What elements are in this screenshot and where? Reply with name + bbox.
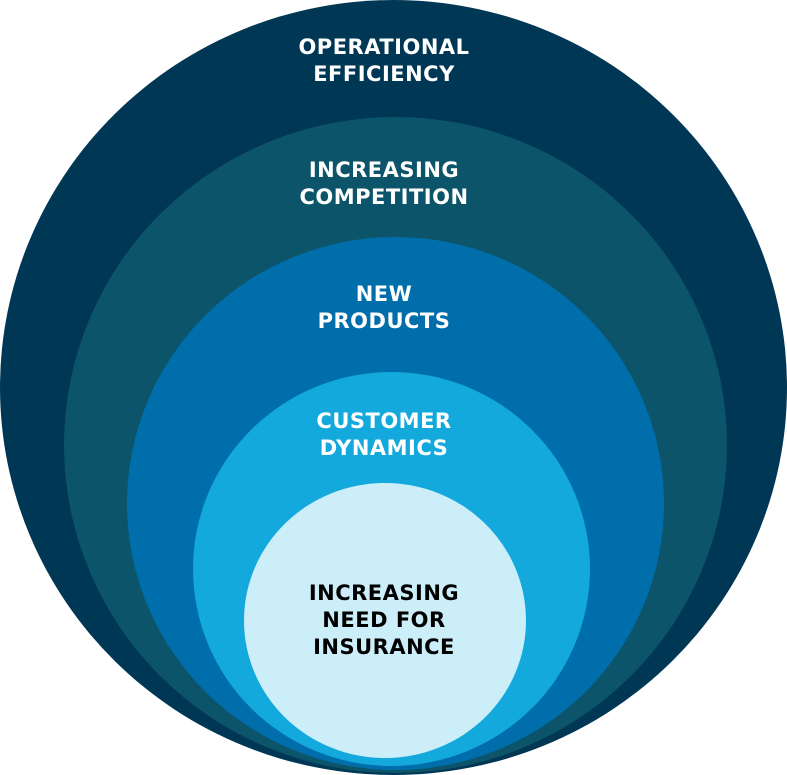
label-line: EFFICIENCY <box>313 62 455 86</box>
label-operational-efficiency: OPERATIONAL EFFICIENCY <box>298 34 469 88</box>
label-increasing-competition: INCREASING COMPETITION <box>299 157 468 211</box>
label-line: INCREASING <box>308 581 460 605</box>
label-line: OPERATIONAL <box>298 35 470 59</box>
label-line: INSURANCE <box>313 635 455 659</box>
label-customer-dynamics: CUSTOMER DYNAMICS <box>316 408 451 462</box>
label-line: DYNAMICS <box>319 436 449 460</box>
label-increasing-need-for-insurance: INCREASING NEED FOR INSURANCE <box>309 580 459 661</box>
label-line: INCREASING <box>308 158 460 182</box>
label-line: NEED FOR <box>322 608 446 632</box>
label-line: NEW <box>355 282 413 306</box>
label-line: CUSTOMER <box>316 409 452 433</box>
label-new-products: NEW PRODUCTS <box>318 281 451 335</box>
label-line: PRODUCTS <box>317 309 451 333</box>
circle-increasing-need-for-insurance <box>244 483 526 758</box>
label-line: COMPETITION <box>299 185 469 209</box>
